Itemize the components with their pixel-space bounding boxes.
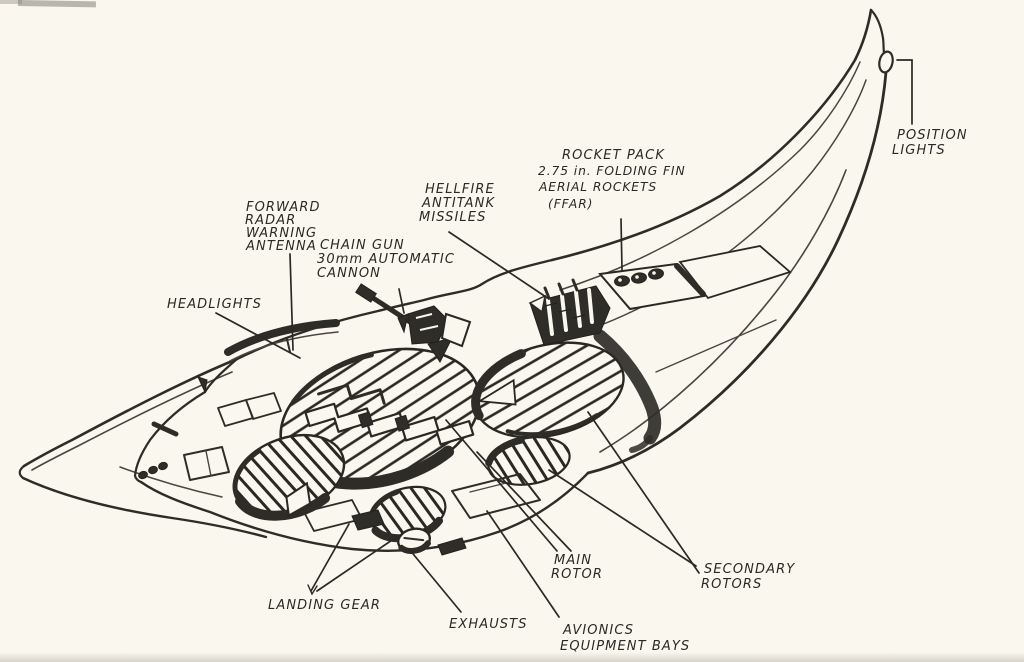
callout-labels: HEADLIGHTS FORWARD RADAR WARNING ANTENNA… xyxy=(167,128,968,654)
leader-secondary-2 xyxy=(587,411,700,574)
wing-root-shading xyxy=(593,329,662,445)
exhaust-vents xyxy=(437,537,467,556)
label-position-lights: POSITION LIGHTS xyxy=(892,128,968,158)
svg-text:EQUIPMENT BAYS: EQUIPMENT BAYS xyxy=(560,639,690,654)
hellfire-rack xyxy=(528,278,611,346)
nose-lights xyxy=(138,461,168,480)
label-landing-gear: LANDING GEAR xyxy=(268,598,381,613)
leader-landing-1 xyxy=(310,523,350,592)
svg-text:LIGHTS: LIGHTS xyxy=(892,143,946,158)
headlight-strip xyxy=(224,319,340,356)
leader-landing-2 xyxy=(316,535,399,592)
svg-text:WARNING: WARNING xyxy=(246,226,317,241)
label-avionics: AVIONICS EQUIPMENT BAYS xyxy=(560,623,690,654)
forward-antenna-blade xyxy=(197,376,208,394)
leader-main-rotor-1 xyxy=(445,419,558,552)
position-light xyxy=(878,50,894,74)
rocket-tube-openings xyxy=(614,268,664,287)
leader-forward-radar xyxy=(289,253,294,351)
leader-headlights xyxy=(215,312,301,359)
leader-secondary-1 xyxy=(548,469,697,567)
label-hellfire: HELLFIRE ANTITANK MISSILES xyxy=(419,182,495,225)
secondary-rotor-large xyxy=(471,341,625,439)
svg-text:ROTORS: ROTORS xyxy=(701,577,762,592)
chain-gun xyxy=(355,283,472,363)
svg-text:AERIAL ROCKETS: AERIAL ROCKETS xyxy=(538,180,657,194)
lift-fan-left xyxy=(232,433,346,521)
svg-text:CHAIN GUN: CHAIN GUN xyxy=(320,238,405,253)
secondary-rotor-small xyxy=(485,436,571,486)
rocket-pack xyxy=(598,245,792,311)
leader-main-rotor-2 xyxy=(476,451,572,552)
svg-text:2.75 in. FOLDING FIN: 2.75 in. FOLDING FIN xyxy=(538,164,686,178)
svg-text:MAIN: MAIN xyxy=(554,553,592,568)
leader-chain-gun xyxy=(398,288,405,314)
fuselage xyxy=(133,258,590,552)
svg-text:ROCKET PACK: ROCKET PACK xyxy=(562,148,665,163)
landing-gear xyxy=(351,509,432,554)
label-chain-gun: CHAIN GUN 30mm AUTOMATIC CANNON xyxy=(317,238,455,281)
left-wing xyxy=(18,357,268,539)
nose-panels xyxy=(138,392,282,481)
label-headlights: HEADLIGHTS xyxy=(167,297,262,312)
leader-rocket-pack xyxy=(620,218,623,271)
leader-lines xyxy=(215,59,913,618)
svg-text:ANTITANK: ANTITANK xyxy=(421,196,495,211)
svg-text:RADAR: RADAR xyxy=(245,213,296,228)
svg-text:POSITION: POSITION xyxy=(897,128,968,143)
svg-text:CANNON: CANNON xyxy=(317,266,381,281)
svg-text:30mm AUTOMATIC: 30mm AUTOMATIC xyxy=(317,252,455,267)
svg-text:SECONDARY: SECONDARY xyxy=(704,562,795,577)
svg-text:ROTOR: ROTOR xyxy=(551,567,603,582)
svg-text:AVIONICS: AVIONICS xyxy=(562,623,634,638)
leader-avionics xyxy=(486,510,560,618)
svg-text:HELLFIRE: HELLFIRE xyxy=(425,182,495,197)
label-secondary-rotors: SECONDARY ROTORS xyxy=(701,562,795,592)
svg-text:MISSILES: MISSILES xyxy=(419,210,486,225)
label-rocket-pack: ROCKET PACK 2.75 in. FOLDING FIN AERIAL … xyxy=(538,148,686,211)
leader-landing-arrow xyxy=(307,584,318,596)
leader-hellfire xyxy=(448,231,550,300)
label-forward-radar: FORWARD RADAR WARNING ANTENNA xyxy=(245,200,321,254)
label-exhausts: EXHAUSTS xyxy=(449,617,528,632)
svg-text:ANTENNA: ANTENNA xyxy=(245,239,317,254)
leader-position-lights xyxy=(896,59,913,125)
label-main-rotor: MAIN ROTOR xyxy=(551,553,603,582)
svg-text:(FFAR): (FFAR) xyxy=(548,197,593,211)
svg-text:FORWARD: FORWARD xyxy=(246,200,321,215)
scan-smudges xyxy=(0,0,96,8)
leader-exhausts xyxy=(408,548,462,613)
